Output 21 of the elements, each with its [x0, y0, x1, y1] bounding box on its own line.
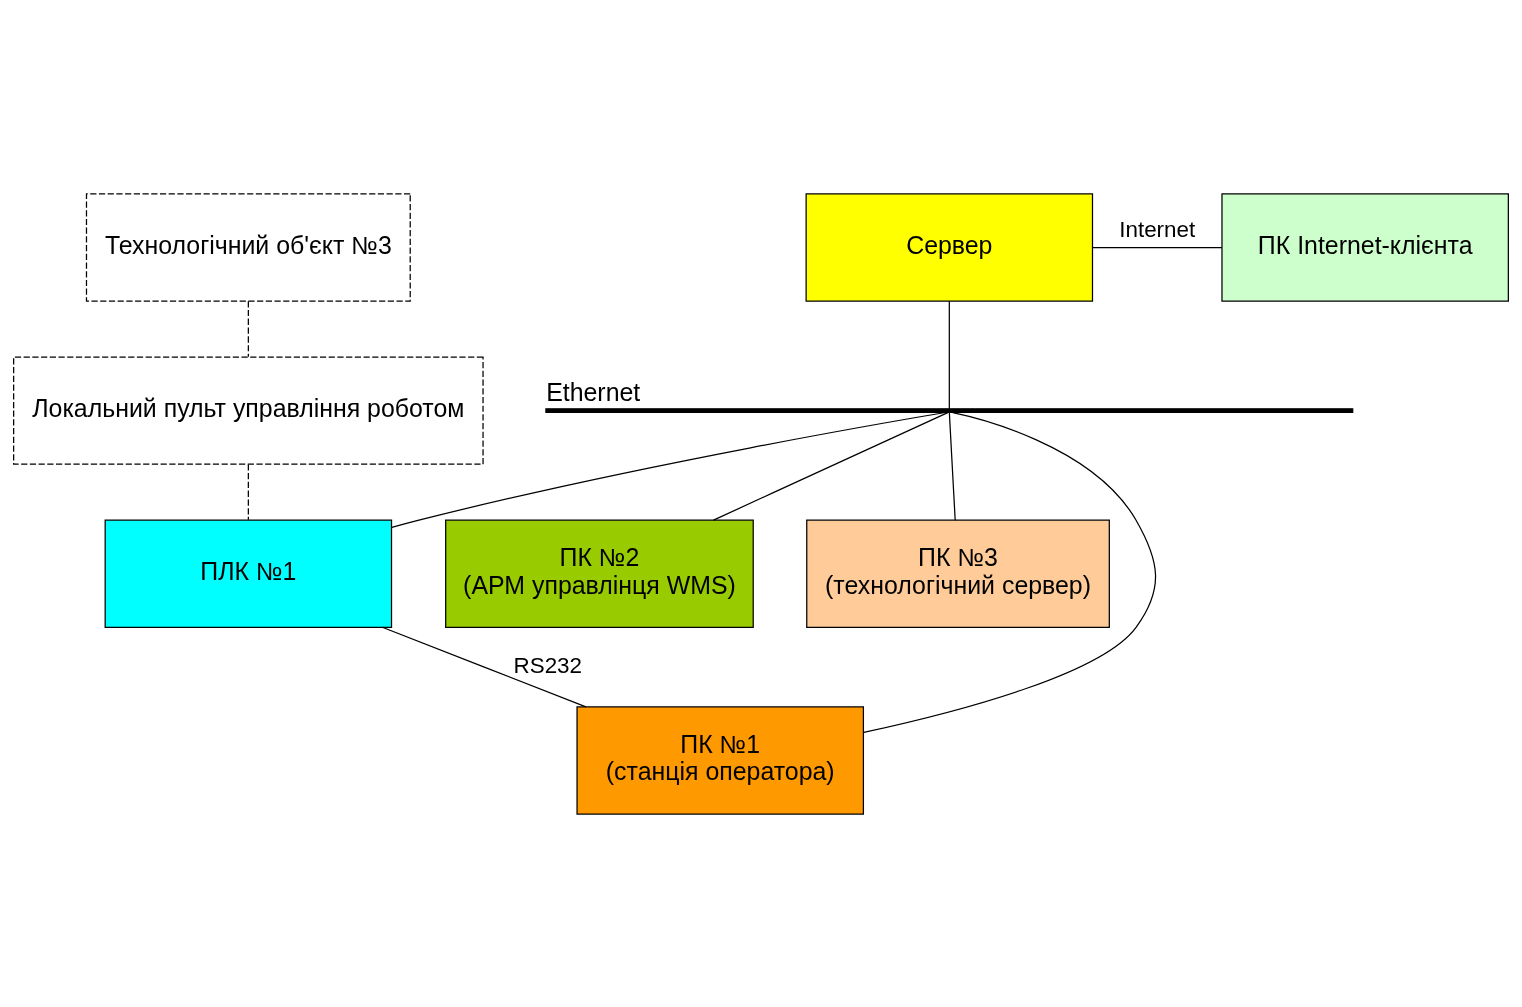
node-box: ПЛК №1: [104, 519, 393, 628]
node-box: Локальний пульт управління роботом: [13, 355, 484, 465]
node-box: ПК №2 (АРМ управлінця WMS): [445, 519, 754, 628]
edge-label: Internet: [1119, 216, 1196, 242]
connector: [863, 411, 1157, 733]
connector: [712, 411, 949, 521]
connector: [391, 411, 947, 528]
node-label: Ethernet: [546, 377, 641, 406]
edge-label: RS232: [513, 652, 583, 678]
node-box: ПК №1 (станція оператора): [576, 705, 865, 815]
connector: [381, 626, 587, 707]
connector: [247, 463, 249, 520]
node-box: Сервер: [805, 192, 1094, 302]
node-box: ПК Internet-клієнта: [1221, 192, 1509, 302]
connector: [1092, 246, 1223, 248]
node-box: ПК №3 (технологічний сервер): [806, 519, 1110, 628]
connector: [247, 300, 249, 357]
node-bar: [545, 407, 1354, 413]
connector: [948, 300, 950, 409]
connector: [948, 411, 956, 521]
node-box: Технологічний об'єкт №3: [85, 192, 411, 302]
